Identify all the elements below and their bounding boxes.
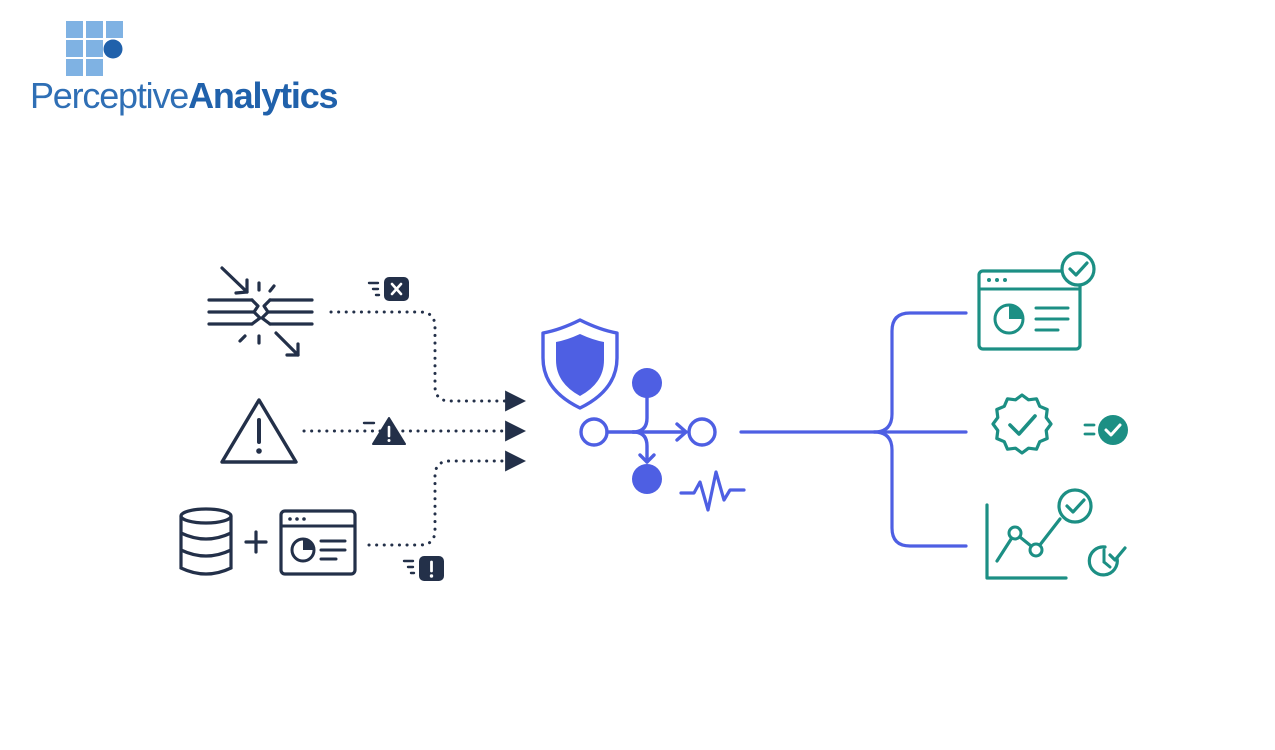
dashboard-window-icon <box>279 509 357 576</box>
check-circle-icon <box>1057 488 1093 524</box>
logo-text-perceptive: Perceptive <box>30 75 189 116</box>
shield-icon <box>541 318 619 410</box>
input-connectors <box>302 310 527 547</box>
connector-bottom <box>367 450 527 547</box>
database-plus-dashboard-icon <box>179 507 357 576</box>
warning-badge-icon <box>362 417 406 445</box>
plus-icon <box>244 530 268 554</box>
pulse-icon <box>679 470 746 512</box>
output-connectors <box>739 311 968 548</box>
fast-check-icon <box>1083 415 1128 445</box>
verified-badge-icon <box>991 393 1053 455</box>
broken-connection-icon <box>207 266 314 357</box>
logo-text-analytics: Analytics <box>188 75 338 116</box>
logo-grid-icon <box>66 21 123 76</box>
error-badge-icon <box>367 277 409 301</box>
dashboard-check-icon <box>977 251 1096 351</box>
connector-top <box>329 310 527 412</box>
warning-triangle-icon <box>220 398 298 464</box>
check-circle-icon <box>1060 251 1096 287</box>
company-logo: PerceptiveAnalytics <box>30 18 339 128</box>
database-icon <box>179 507 233 576</box>
pipeline-branch-icon <box>579 368 717 494</box>
timer-check-icon <box>1087 545 1127 577</box>
alert-badge-icon <box>402 556 444 581</box>
trend-check-icon <box>985 488 1093 580</box>
logo-wordmark: PerceptiveAnalytics <box>30 74 339 118</box>
